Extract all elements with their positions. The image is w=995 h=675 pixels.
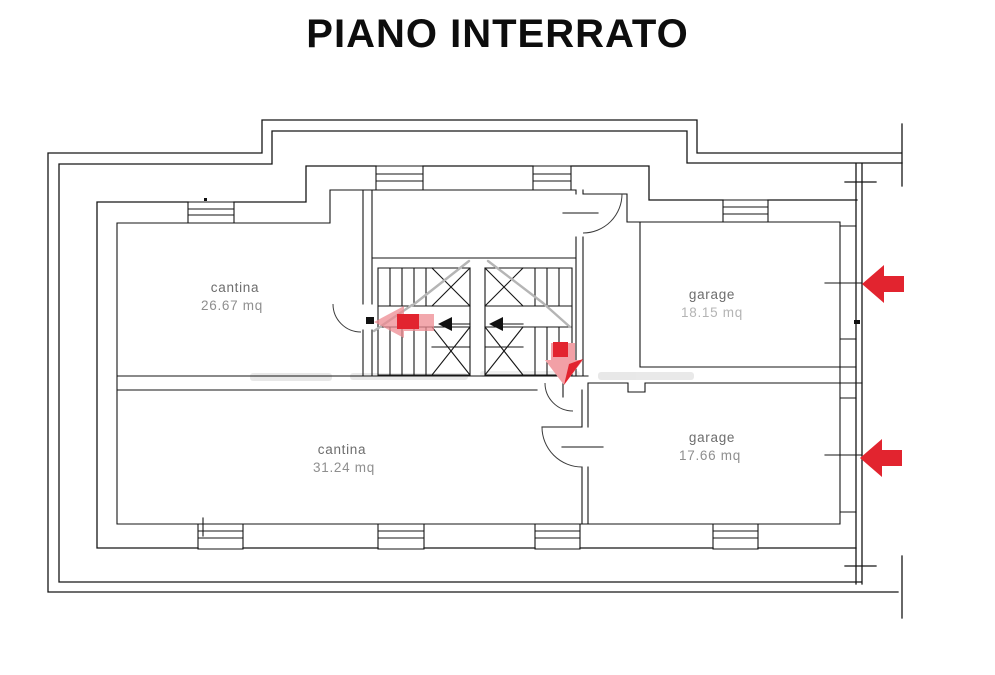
window <box>532 165 572 191</box>
door-stop-mark <box>366 317 374 324</box>
garage-entrance-arrow-icon <box>860 439 902 477</box>
stair-entry-arrow <box>374 306 434 338</box>
door-arc <box>544 382 574 412</box>
door-arc <box>332 303 362 333</box>
direction-arrow-icon <box>438 317 452 331</box>
building-inner-walls <box>116 189 863 525</box>
room-area: 17.66 mq <box>679 448 741 463</box>
window <box>197 523 244 550</box>
window <box>375 165 424 191</box>
staircase-right <box>484 259 860 376</box>
room-name: cantina <box>318 442 366 457</box>
room-name: garage <box>689 430 735 445</box>
window-mark <box>204 198 207 201</box>
garage-entrance-arrow-icon <box>862 265 904 303</box>
window <box>377 523 425 550</box>
wall-mark <box>854 320 860 324</box>
entry-marker <box>397 314 419 329</box>
room-area: 26.67 mq <box>201 298 263 313</box>
windows <box>187 165 769 550</box>
window <box>534 523 581 550</box>
door-arcs <box>332 193 623 468</box>
window <box>722 199 769 223</box>
building-outer-walls <box>96 165 858 549</box>
site-boundary-outer <box>47 119 903 619</box>
room-area: 31.24 mq <box>313 460 375 475</box>
room-area: 18.15 mq <box>681 305 743 320</box>
window <box>712 523 759 550</box>
window <box>187 201 235 224</box>
door-arc <box>541 426 583 468</box>
room-labels: cantina 26.67 mq cantina 31.24 mq garage… <box>201 280 743 475</box>
door-arc <box>582 193 623 234</box>
site-boundary-inner <box>58 130 903 585</box>
handrail-line <box>486 259 572 329</box>
room-name: garage <box>689 287 735 302</box>
plan-title: PIANO INTERRATO <box>306 12 689 56</box>
room-name: cantina <box>211 280 259 295</box>
stair-down-arrow <box>545 342 583 385</box>
direction-arrow-icon <box>489 317 503 331</box>
